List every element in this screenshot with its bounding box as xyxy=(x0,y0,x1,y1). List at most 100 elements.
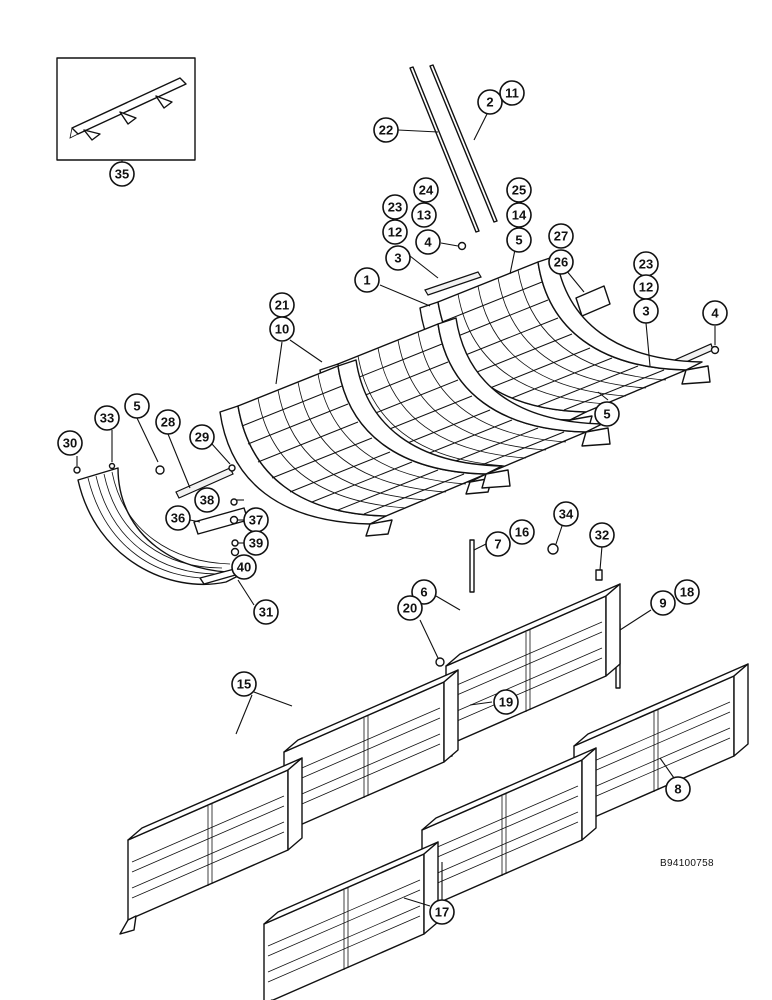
callout-8[interactable]: 8 xyxy=(665,776,691,802)
svg-text:27: 27 xyxy=(554,229,568,244)
leader-lines xyxy=(76,111,716,907)
svg-text:35: 35 xyxy=(115,167,129,182)
callout-22[interactable]: 22 xyxy=(373,117,399,143)
box-17b xyxy=(255,841,439,1000)
callout-7[interactable]: 7 xyxy=(485,531,511,557)
callout-9[interactable]: 9 xyxy=(650,590,676,616)
callout-23-top[interactable]: 23 xyxy=(382,194,408,220)
svg-text:22: 22 xyxy=(379,123,393,138)
callout-23-right[interactable]: 23 xyxy=(633,251,659,277)
svg-text:15: 15 xyxy=(237,677,251,692)
callouts: 35 2 11 22 24 13 23 12 4 3 25 14 5 27 26… xyxy=(57,80,728,925)
svg-text:37: 37 xyxy=(249,513,263,528)
callout-36[interactable]: 36 xyxy=(165,505,191,531)
svg-text:2: 2 xyxy=(486,95,493,110)
svg-text:20: 20 xyxy=(403,601,417,616)
callout-2[interactable]: 2 xyxy=(477,89,503,115)
svg-text:4: 4 xyxy=(424,235,432,250)
callout-10[interactable]: 10 xyxy=(269,316,295,342)
svg-text:5: 5 xyxy=(133,399,140,414)
callout-39[interactable]: 39 xyxy=(243,530,269,556)
svg-text:5: 5 xyxy=(515,233,522,248)
callout-15[interactable]: 15 xyxy=(231,671,257,697)
svg-text:7: 7 xyxy=(494,537,501,552)
callout-3-top[interactable]: 3 xyxy=(385,245,411,271)
svg-text:23: 23 xyxy=(388,200,402,215)
svg-text:26: 26 xyxy=(554,255,568,270)
callout-37[interactable]: 37 xyxy=(243,507,269,533)
svg-text:16: 16 xyxy=(515,525,529,540)
callout-28[interactable]: 28 xyxy=(155,409,181,435)
callout-3-right[interactable]: 3 xyxy=(633,298,659,324)
callout-32[interactable]: 32 xyxy=(589,522,615,548)
svg-text:30: 30 xyxy=(63,436,77,451)
callout-13[interactable]: 13 xyxy=(411,202,437,228)
callout-25[interactable]: 25 xyxy=(506,177,532,203)
svg-text:39: 39 xyxy=(249,536,263,551)
callout-24[interactable]: 24 xyxy=(413,177,439,203)
callout-19[interactable]: 19 xyxy=(493,689,519,715)
callout-34[interactable]: 34 xyxy=(553,501,579,527)
svg-text:23: 23 xyxy=(639,257,653,272)
callout-1[interactable]: 1 xyxy=(354,267,380,293)
callout-4-top[interactable]: 4 xyxy=(415,229,441,255)
svg-text:1: 1 xyxy=(363,273,370,288)
svg-text:12: 12 xyxy=(388,225,402,240)
callout-12-top[interactable]: 12 xyxy=(382,219,408,245)
callout-26[interactable]: 26 xyxy=(548,249,574,275)
svg-text:25: 25 xyxy=(512,183,526,198)
svg-text:32: 32 xyxy=(595,528,609,543)
callout-6[interactable]: 6 xyxy=(411,579,437,605)
svg-text:8: 8 xyxy=(674,782,681,797)
callout-4-right[interactable]: 4 xyxy=(702,300,728,326)
svg-text:21: 21 xyxy=(275,298,289,313)
svg-text:34: 34 xyxy=(559,507,574,522)
callout-16[interactable]: 16 xyxy=(509,519,535,545)
svg-text:38: 38 xyxy=(200,493,214,508)
svg-text:12: 12 xyxy=(639,280,653,295)
drawing-code: B94100758 xyxy=(660,858,714,869)
callout-27[interactable]: 27 xyxy=(548,223,574,249)
callout-31[interactable]: 31 xyxy=(253,599,279,625)
svg-text:36: 36 xyxy=(171,511,185,526)
callout-21[interactable]: 21 xyxy=(269,292,295,318)
svg-text:18: 18 xyxy=(680,585,694,600)
svg-text:13: 13 xyxy=(417,208,431,223)
callout-33[interactable]: 33 xyxy=(94,405,120,431)
callout-12-right[interactable]: 12 xyxy=(633,274,659,300)
callout-38[interactable]: 38 xyxy=(194,487,220,513)
box-17a xyxy=(413,747,597,925)
callout-11[interactable]: 11 xyxy=(499,80,525,106)
callout-5-top[interactable]: 5 xyxy=(506,227,532,253)
callout-14[interactable]: 14 xyxy=(506,202,532,228)
plates xyxy=(73,462,249,557)
callout-20[interactable]: 20 xyxy=(397,595,423,621)
box-15b xyxy=(119,757,303,935)
callout-18[interactable]: 18 xyxy=(674,579,700,605)
rods xyxy=(409,64,498,233)
callout-5-left[interactable]: 5 xyxy=(124,393,150,419)
svg-text:31: 31 xyxy=(259,605,273,620)
svg-text:6: 6 xyxy=(420,585,427,600)
callout-17[interactable]: 17 xyxy=(429,899,455,925)
svg-text:33: 33 xyxy=(100,411,114,426)
svg-text:3: 3 xyxy=(394,251,401,266)
callout-35[interactable]: 35 xyxy=(109,161,135,187)
callout-29[interactable]: 29 xyxy=(189,424,215,450)
svg-text:9: 9 xyxy=(659,596,666,611)
svg-text:24: 24 xyxy=(419,183,434,198)
svg-text:3: 3 xyxy=(642,304,649,319)
callout-30[interactable]: 30 xyxy=(57,430,83,456)
svg-text:11: 11 xyxy=(505,86,519,101)
svg-text:28: 28 xyxy=(161,415,175,430)
inset-frame xyxy=(56,57,196,161)
svg-text:29: 29 xyxy=(195,430,209,445)
svg-text:4: 4 xyxy=(711,306,719,321)
svg-text:14: 14 xyxy=(512,208,527,223)
callout-5-mid[interactable]: 5 xyxy=(594,401,620,427)
svg-text:19: 19 xyxy=(499,695,513,710)
callout-40[interactable]: 40 xyxy=(231,554,257,580)
svg-text:10: 10 xyxy=(275,322,289,337)
svg-text:5: 5 xyxy=(603,407,610,422)
